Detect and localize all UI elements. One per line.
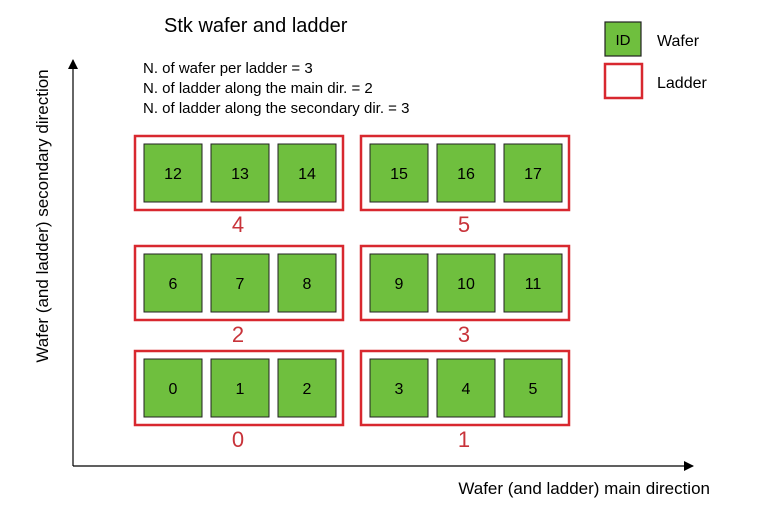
wafer-id-label: 12 <box>164 166 182 183</box>
wafer: 11 <box>503 253 563 313</box>
wafer-box <box>143 358 203 418</box>
wafer: 6 <box>143 253 203 313</box>
wafer-box <box>210 143 270 203</box>
wafer: 17 <box>503 143 563 203</box>
ladder: 9 10 11 3 <box>359 244 571 347</box>
legend-ladder-swatch <box>603 62 644 100</box>
wafer-id-label: 9 <box>395 276 404 293</box>
ladder-id-label: 4 <box>232 212 244 237</box>
axes: Wafer (and ladder) main direction Wafer … <box>33 59 710 498</box>
ladder-id-label: 1 <box>458 427 470 452</box>
wafer-box <box>369 358 429 418</box>
wafer-box <box>210 253 270 313</box>
legend-wafer-swatch <box>604 21 642 57</box>
wafer: 5 <box>503 358 563 418</box>
wafer-id-label: 2 <box>303 381 312 398</box>
ladder: 12 13 14 4 <box>133 134 345 237</box>
ladder-id-label: 2 <box>232 322 244 347</box>
wafer: 1 <box>210 358 270 418</box>
wafer-box <box>503 358 563 418</box>
info-line-ladders-secondary: N. of ladder along the secondary dir. = … <box>143 100 409 117</box>
legend: ID Wafer Ladder <box>603 21 707 100</box>
wafer: 14 <box>277 143 337 203</box>
wafer-id-label: 15 <box>390 166 408 183</box>
wafer-id-label: 11 <box>525 276 542 293</box>
ladder-frame <box>133 244 345 322</box>
wafer-id-label: 10 <box>457 276 475 293</box>
wafer: 12 <box>143 143 203 203</box>
wafer-box <box>503 143 563 203</box>
wafer-id-label: 17 <box>524 166 542 183</box>
wafer-box <box>369 253 429 313</box>
wafer-id-label: 14 <box>298 166 316 183</box>
info-line-wafers-per-ladder: N. of wafer per ladder = 3 <box>143 60 313 77</box>
wafer: 10 <box>436 253 496 313</box>
legend-ladder-label: Ladder <box>657 75 707 92</box>
wafer: 16 <box>436 143 496 203</box>
wafer-id-label: 0 <box>169 381 178 398</box>
wafer-id-label: 4 <box>462 381 471 398</box>
x-axis-label: Wafer (and ladder) main direction <box>458 479 710 498</box>
wafer-id-label: 3 <box>395 381 404 398</box>
ladder: 15 16 17 5 <box>359 134 571 237</box>
legend-wafer-id: ID <box>616 32 631 49</box>
wafer-box <box>436 143 496 203</box>
wafer-box <box>503 253 563 313</box>
ladder-frame <box>133 134 345 212</box>
wafer-id-label: 1 <box>236 381 245 398</box>
wafer-id-label: 13 <box>231 166 249 183</box>
wafer: 13 <box>210 143 270 203</box>
wafer-box <box>143 253 203 313</box>
ladder: 6 7 8 2 <box>133 244 345 347</box>
wafer-id-label: 16 <box>457 166 475 183</box>
wafer-id-label: 5 <box>529 381 538 398</box>
wafer-box <box>277 143 337 203</box>
wafer-id-label: 7 <box>236 276 245 293</box>
info-line-ladders-main: N. of ladder along the main dir. = 2 <box>143 80 373 97</box>
wafer: 9 <box>369 253 429 313</box>
wafer: 15 <box>369 143 429 203</box>
info-block: N. of wafer per ladder = 3 N. of ladder … <box>143 60 409 117</box>
ladder: 0 1 2 0 <box>133 349 345 452</box>
ladder-id-label: 0 <box>232 427 244 452</box>
wafer: 7 <box>210 253 270 313</box>
wafer: 2 <box>277 358 337 418</box>
ladder-frame <box>133 349 345 427</box>
ladder-frame <box>359 244 571 322</box>
wafer: 0 <box>143 358 203 418</box>
ladder: 3 4 5 1 <box>359 349 571 452</box>
wafer: 4 <box>436 358 496 418</box>
ladder-id-label: 5 <box>458 212 470 237</box>
wafer-box <box>277 253 337 313</box>
wafer-id-label: 8 <box>303 276 312 293</box>
diagram-title: Stk wafer and ladder <box>164 15 348 37</box>
wafer-box <box>277 358 337 418</box>
wafer-box <box>369 143 429 203</box>
wafer-box <box>210 358 270 418</box>
y-axis-label: Wafer (and ladder) secondary direction <box>33 69 52 362</box>
ladder-frame <box>359 134 571 212</box>
legend-wafer-label: Wafer <box>657 33 700 50</box>
wafer-id-label: 6 <box>169 276 178 293</box>
wafer-box <box>436 253 496 313</box>
wafer-box <box>143 143 203 203</box>
ladder-frame <box>359 349 571 427</box>
wafer: 3 <box>369 358 429 418</box>
ladder-id-label: 3 <box>458 322 470 347</box>
wafer: 8 <box>277 253 337 313</box>
wafer-box <box>436 358 496 418</box>
